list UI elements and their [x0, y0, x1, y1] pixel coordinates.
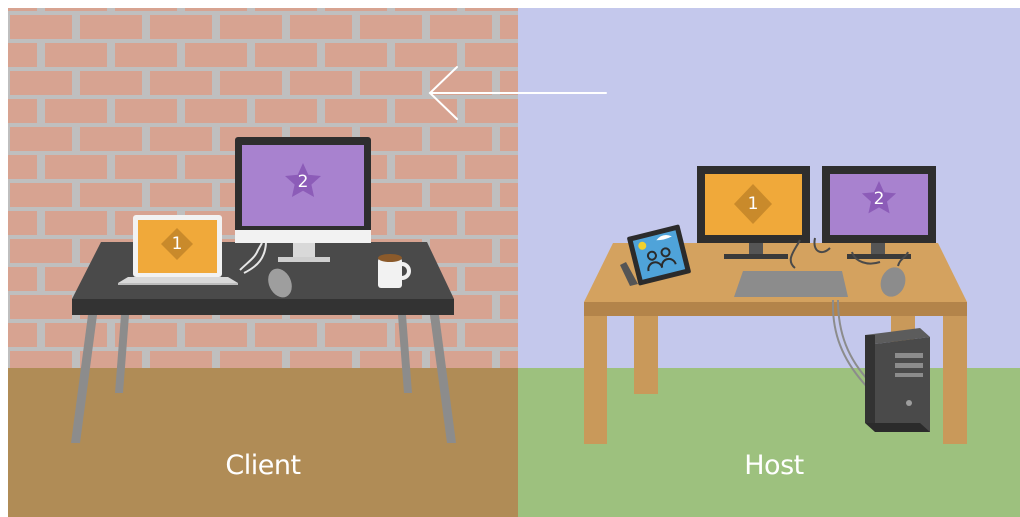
host-label: Host	[704, 450, 844, 481]
pc-tower-icon	[865, 328, 930, 432]
client-label: Client	[193, 450, 333, 481]
host-monitor-left-number: 1	[748, 194, 759, 214]
client-monitor-number: 2	[298, 172, 309, 192]
host-monitor-right-number: 2	[874, 189, 885, 209]
client-laptop: 1	[118, 215, 238, 285]
client-laptop-number: 1	[172, 234, 183, 254]
keyboard-icon	[734, 271, 848, 297]
